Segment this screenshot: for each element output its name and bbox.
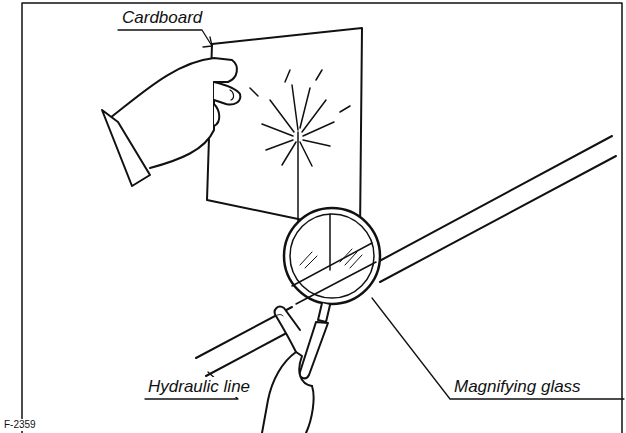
cardboard-sheet	[207, 28, 362, 232]
part-label: Hydraulic line	[146, 377, 252, 397]
hand	[102, 58, 240, 186]
figure-number: F-2359	[2, 419, 38, 431]
frame	[22, 3, 622, 433]
part-label: Cardboard	[120, 8, 204, 28]
leader-line	[118, 30, 624, 399]
hand	[262, 307, 314, 433]
arrowhead	[203, 37, 212, 47]
part-label: Magnifying glass	[452, 377, 583, 397]
